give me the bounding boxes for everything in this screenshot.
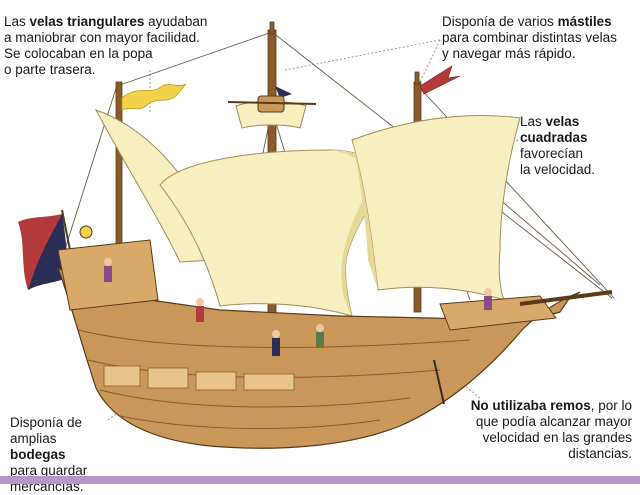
pennant-mizzen [121, 83, 187, 111]
sq-l4: la velocidad. [520, 162, 596, 177]
annotation-triangular-sails: Las velas triangulares ayudaban a maniob… [4, 14, 209, 78]
square-sail-fore [351, 114, 521, 301]
plank-4 [119, 415, 381, 430]
tri-l3: Se colocaban en la popa [4, 46, 153, 61]
oars-l4: distancias. [568, 446, 632, 461]
stern-lantern [79, 225, 93, 239]
annotation-square-sails: Las velas cuadradas favorecían la veloci… [520, 114, 635, 178]
bowsprit [519, 290, 613, 306]
sq-l3: favorecían [520, 146, 584, 161]
tri-l4: o parte trasera. [4, 62, 96, 77]
sailor-deck-2-body [272, 338, 280, 356]
oars-l3: velocidad en las grandes [482, 430, 632, 445]
plank-1 [77, 329, 471, 348]
sailor-deck-3-head [316, 324, 324, 332]
sailor-deck-3-body [316, 332, 324, 348]
sq-l1-pre: Las [520, 114, 546, 129]
mast-l1-bold: mástiles [557, 14, 612, 29]
sailor-stern-head [104, 258, 112, 266]
leader-oars [454, 377, 481, 399]
sq-l2-bold: cuadradas [520, 130, 588, 145]
oars-l1-bold: No utilizaba remos [470, 398, 591, 413]
mast-l3: y navegar más rápido. [442, 46, 576, 61]
fore-mast-top [414, 71, 420, 85]
main-mast-top [269, 21, 275, 35]
anchor-shaft [433, 359, 445, 405]
hold-3 [195, 371, 237, 391]
oars-l2: que podía alcanzar mayor [475, 414, 632, 429]
bottom-color-strip [0, 476, 640, 484]
square-sail-fore-shade [352, 140, 378, 290]
hold-l2-pre: amplias [10, 431, 57, 446]
sailor-deck-3 [316, 324, 324, 348]
rope-mizzen-stern [59, 81, 119, 266]
sailor-bow-body [484, 296, 492, 310]
tri-l1-bold: velas triangulares [29, 14, 145, 29]
rigging [59, 31, 615, 301]
tri-l1-post: ayudaban [144, 14, 208, 29]
mast-l2: para combinar distintas velas [442, 30, 617, 45]
hold-2 [147, 367, 189, 389]
annotation-oars: No utilizaba remos, por lo que podía alc… [420, 398, 632, 462]
sailor-stern [104, 258, 112, 282]
sailor-deck-2-head [272, 330, 280, 338]
sailor-stern-body [104, 266, 112, 282]
hold-compartments [103, 365, 295, 391]
pennant-fore [419, 65, 461, 95]
sailor-deck-1-head [196, 298, 204, 306]
hold-1 [103, 365, 141, 387]
sailor-deck-1 [196, 298, 204, 322]
crew [104, 258, 492, 356]
mast-l1-pre: Disponía de varios [442, 14, 558, 29]
sailor-bow [484, 288, 492, 310]
annotation-masts: Disponía de varios mástiles para combina… [442, 14, 638, 62]
tri-l2: a maniobrar con mayor facilidad. [4, 30, 200, 45]
leader-masts-1 [284, 39, 441, 71]
main-yard [227, 101, 317, 105]
hold-l2-bold: bodegas [10, 447, 66, 462]
sq-l1-bold: velas [545, 114, 580, 129]
sailor-deck-1-body [196, 306, 204, 322]
sailor-deck-2 [272, 330, 280, 356]
hold-4 [243, 373, 295, 391]
plank-3 [99, 389, 411, 408]
tri-l1-pre: Las [4, 14, 30, 29]
sailor-bow-head [484, 288, 492, 296]
oars-l1-post: , por lo [590, 398, 632, 413]
hold-l3: para guardar [10, 463, 88, 478]
pennant-main [275, 86, 292, 98]
rope-main-stern [119, 31, 273, 86]
ship-illustration [18, 21, 615, 449]
hold-l1: Disponía de [10, 415, 83, 430]
